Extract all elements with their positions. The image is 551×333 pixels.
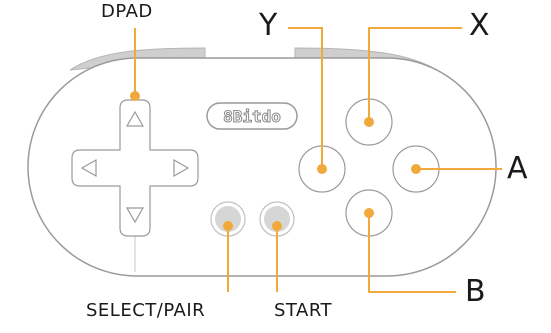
label-x: X xyxy=(469,8,490,43)
callout-dot-dpad xyxy=(130,91,140,101)
brand-logo-text: 8Bitdo xyxy=(223,107,281,126)
callout-dot-start xyxy=(272,221,282,231)
label-dpad: DPAD xyxy=(101,1,153,22)
dpad-right-arrow-icon xyxy=(173,158,190,178)
callout-line-b xyxy=(368,213,456,293)
label-select-pair: SELECT/PAIR xyxy=(86,300,206,321)
dpad-down-arrow-icon xyxy=(125,207,145,224)
dpad-left-arrow-icon xyxy=(80,158,97,178)
label-a: A xyxy=(507,151,528,186)
callout-dot-x xyxy=(364,117,374,127)
callout-dot-select-pair xyxy=(223,221,233,231)
label-y: Y xyxy=(259,8,278,43)
brand-logo-badge xyxy=(206,102,298,130)
callout-line-x xyxy=(368,27,462,122)
callout-dot-y xyxy=(317,164,327,174)
select-pair-button-inner xyxy=(215,206,241,232)
dpad-cross xyxy=(71,99,199,237)
callout-line-y xyxy=(288,27,323,169)
start-button-inner xyxy=(264,206,290,232)
label-b: B xyxy=(465,274,486,309)
label-start: START xyxy=(274,300,333,321)
dpad-up-arrow-icon xyxy=(125,110,145,127)
callout-dot-a xyxy=(411,164,421,174)
callout-dot-b xyxy=(364,208,374,218)
